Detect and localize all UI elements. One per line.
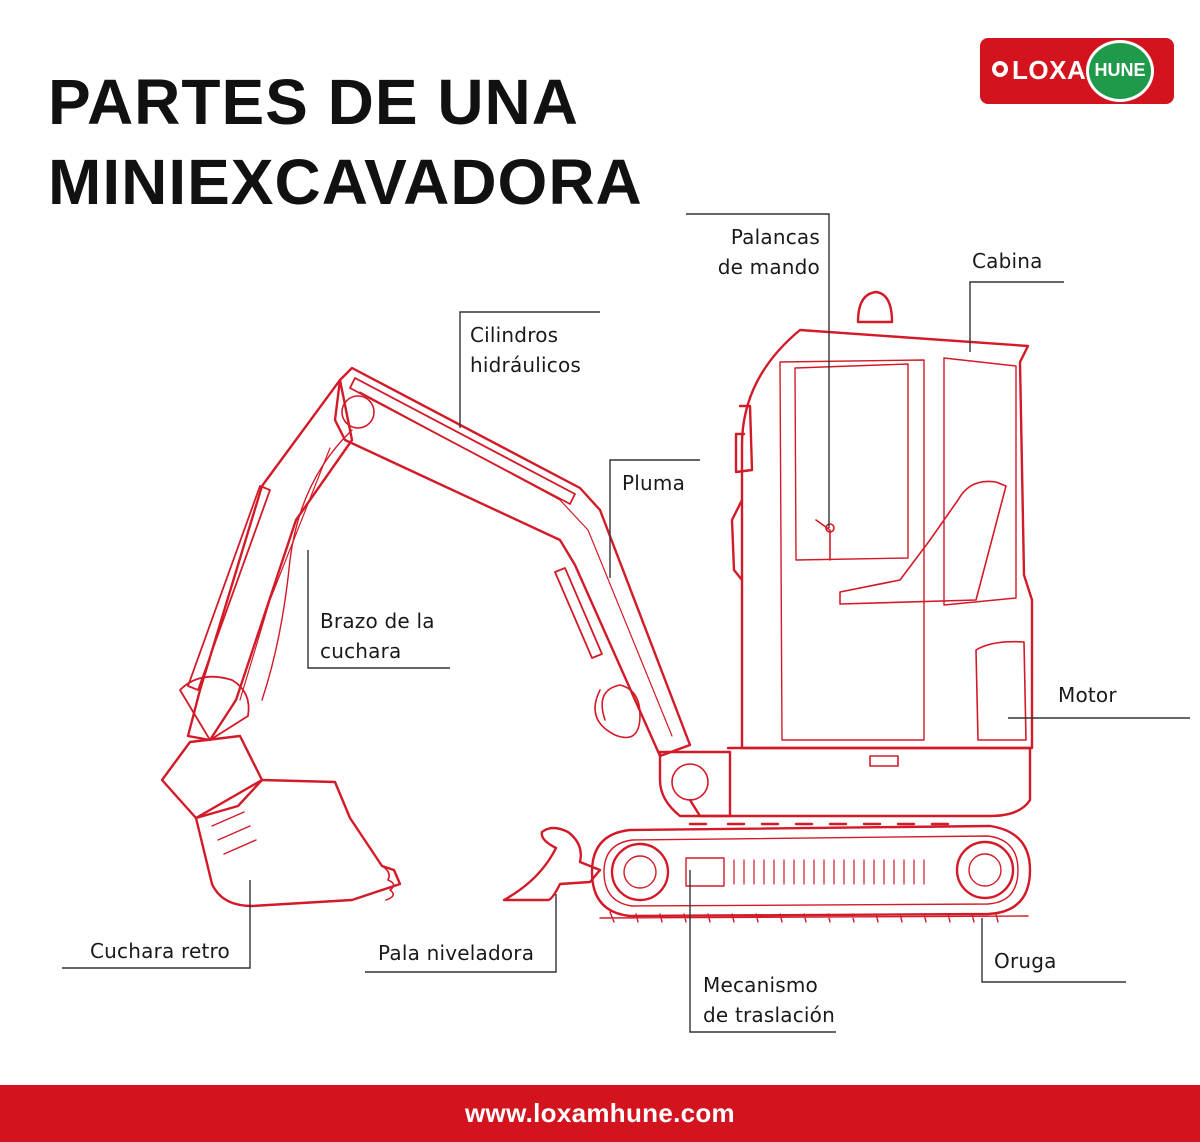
engine-bay [975, 640, 1027, 741]
label-cabina: Cabina [972, 249, 1043, 273]
boom [333, 366, 692, 758]
footer-bar: www.loxamhune.com [0, 1085, 1200, 1142]
drive-sprocket [610, 842, 670, 902]
label-motor: Motor [1058, 683, 1117, 707]
leader-pala [365, 894, 557, 973]
beacon [856, 290, 894, 324]
boom-hoses [594, 684, 641, 739]
control-lever [815, 519, 831, 561]
title-line-2: MINIEXCAVADORA [48, 146, 643, 218]
leader-lines [62, 213, 1190, 1033]
cabin-front-window [779, 359, 925, 741]
bucket-link [160, 734, 264, 820]
dozer-blade [502, 826, 602, 902]
leader-oruga [981, 918, 1126, 983]
hune-badge-icon [1086, 40, 1154, 102]
track-frame-slots [733, 859, 925, 885]
control-lever-knob [825, 523, 835, 533]
boom-inner-line [359, 391, 673, 737]
label-pala-niveladora: Pala niveladora [378, 941, 535, 965]
footer-url[interactable]: www.loxamhune.com [465, 1098, 735, 1128]
boom-lift-cylinder [554, 567, 603, 659]
track-frame [685, 857, 725, 887]
label-pluma: Pluma [622, 471, 686, 495]
leader-cuchara [62, 880, 251, 969]
idler-wheel [955, 840, 1015, 900]
label-palancas-de-mando: Palancas de mando [717, 225, 820, 279]
leader-pluma [609, 459, 700, 578]
label-cuchara-retro: Cuchara retro [90, 939, 230, 963]
leader-cilindros [459, 311, 600, 428]
backhoe-bucket [194, 778, 402, 908]
loxam-ring-icon [992, 61, 1008, 77]
side-hose [730, 498, 744, 582]
label-brazo-de-la-cuchara: Brazo de la cuchara [320, 609, 435, 663]
operator-seat [839, 480, 1007, 605]
cabin-rear-window [943, 357, 1017, 606]
body-lower [688, 746, 1032, 818]
swing-post-pin [671, 763, 709, 801]
leader-palancas [686, 213, 830, 528]
leader-cabina [969, 281, 1064, 352]
bucket-linkage [179, 675, 250, 741]
label-cilindros-hidraulicos: Cilindros hidráulicos [470, 323, 582, 377]
label-oruga: Oruga [994, 949, 1057, 973]
track-inner [603, 835, 1019, 907]
idler-wheel-hub [968, 853, 1002, 887]
handle [869, 755, 899, 767]
leader-mecanismo [689, 870, 836, 1033]
page-title: PARTES DE UNA MINIEXCAVADORA [48, 62, 643, 222]
swing-post [658, 750, 732, 818]
arm-inner-line [239, 447, 331, 701]
track-outline [590, 824, 1032, 918]
loxam-hune-logo: LOXAM HUNE [980, 38, 1174, 104]
logo-badge-text: HUNE [1094, 60, 1146, 80]
label-mecanismo-de-traslacion: Mecanismo de traslación [703, 973, 835, 1027]
bucket-arm [186, 378, 354, 742]
arm-hoses [261, 429, 353, 701]
bucket-ribs [211, 811, 257, 855]
title-line-1: PARTES DE UNA [48, 66, 579, 138]
cabin-shape [740, 328, 1034, 750]
bucket-teeth [381, 865, 395, 901]
mirror [734, 404, 754, 474]
arm-cylinder [187, 485, 271, 691]
leader-brazo [307, 550, 450, 669]
excavator-drawing [160, 290, 1034, 923]
arm-pivot [341, 395, 375, 429]
drive-sprocket-hub [623, 855, 657, 889]
cabin-door-window [794, 363, 909, 561]
boom-cylinder [349, 377, 576, 505]
track-treads [599, 911, 1029, 923]
